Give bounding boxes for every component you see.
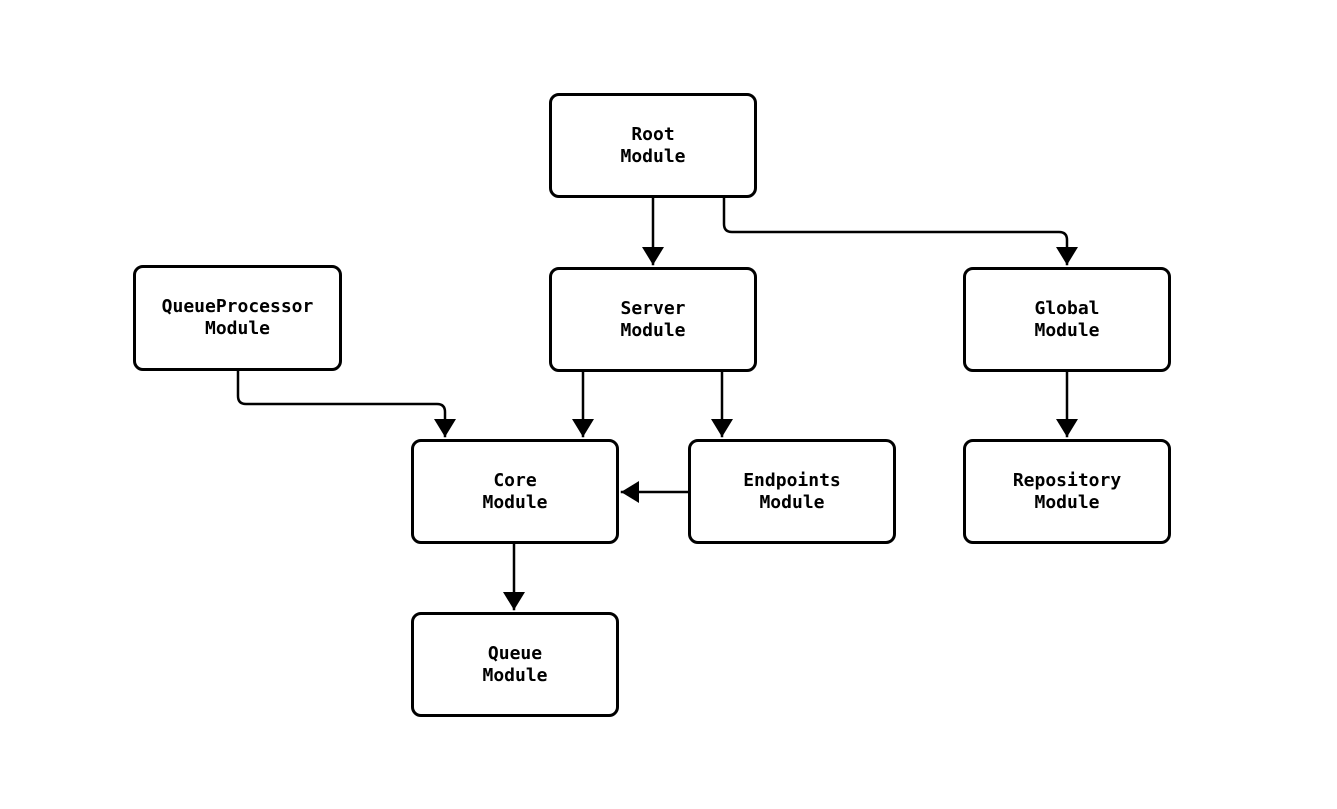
node-queueprocessor-module: QueueProcessor Module xyxy=(133,265,342,371)
node-server-module: Server Module xyxy=(549,267,757,372)
node-repository-module: Repository Module xyxy=(963,439,1171,544)
node-endpoints-module: Endpoints Module xyxy=(688,439,896,544)
node-queue-module: Queue Module xyxy=(411,612,619,717)
node-core-module: Core Module xyxy=(411,439,619,544)
edge-root-to-global xyxy=(722,196,1078,266)
node-root-module: Root Module xyxy=(549,93,757,198)
edge-queueprocessor-to-core xyxy=(236,369,456,438)
node-global-module: Global Module xyxy=(963,267,1171,372)
